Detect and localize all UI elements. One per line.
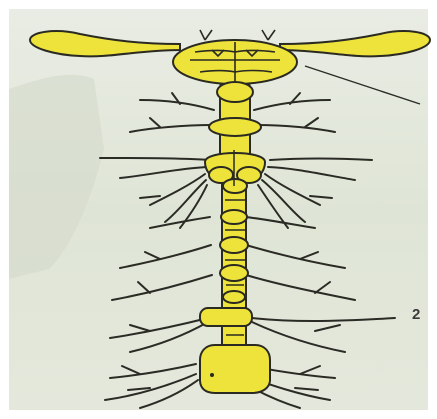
brain (30, 31, 430, 84)
ganglion (200, 308, 252, 326)
terminal-dot (210, 373, 214, 377)
nerves-left (100, 93, 214, 408)
pointer-line (305, 66, 420, 104)
optic-lobe-right (280, 31, 430, 56)
ganglia (200, 82, 270, 393)
terminal-ganglion (200, 345, 270, 393)
optic-lobe-left (30, 31, 180, 56)
figure-marker-label: 2 (412, 306, 420, 323)
ganglion (209, 118, 261, 136)
